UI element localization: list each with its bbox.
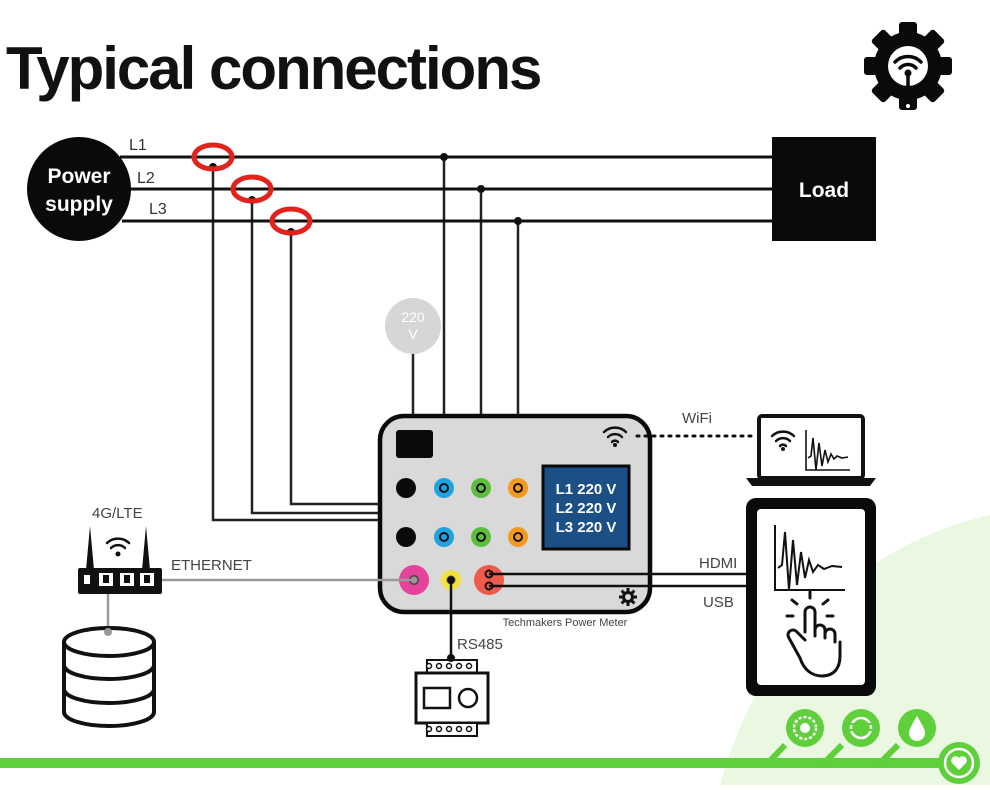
power-meter: L1 220 V L2 220 V L3 220 V — [377, 413, 653, 615]
footer-decoration — [0, 709, 980, 784]
tablet-waveform-icon — [774, 525, 845, 591]
auxiliary-voltage-source: 220 V — [385, 298, 441, 354]
current-terminal-l2 — [471, 527, 491, 547]
terminal-wire-ends — [439, 483, 523, 542]
router-wifi-icon — [105, 537, 131, 550]
voltage-terminal-l3 — [508, 478, 528, 498]
power-supply: Power supply — [27, 137, 131, 241]
display-line-1: L1 220 V — [556, 481, 617, 498]
load-label: Load — [799, 179, 849, 202]
neutral-terminal-bottom — [396, 527, 416, 547]
hdmi-label: HDMI — [699, 555, 737, 572]
phase-label-l2: L2 — [137, 170, 155, 187]
current-terminal-l3 — [508, 527, 528, 547]
meter-wifi-icon — [602, 426, 628, 444]
gear-wifi-logo — [864, 22, 952, 110]
hdmi-usb-port — [474, 565, 504, 595]
usb-label: USB — [703, 594, 734, 611]
laptop-waveform-icon — [805, 430, 850, 471]
tablet — [746, 498, 876, 696]
clamp-l2 — [230, 174, 274, 204]
meter-name: Techmakers Power Meter — [503, 617, 628, 629]
heart-icon — [938, 742, 980, 784]
clamp-l1 — [191, 142, 235, 172]
database-icon — [62, 626, 156, 728]
lte-label: 4G/LTE — [92, 505, 143, 522]
sun-icon — [786, 709, 824, 747]
wind-icon — [842, 709, 880, 747]
current-terminal-l1 — [434, 527, 454, 547]
hdmi-usb-cables — [489, 572, 746, 588]
phase-label-l1: L1 — [129, 137, 147, 154]
wifi-label: WiFi — [682, 410, 712, 427]
laptop — [746, 414, 876, 486]
current-clamps — [191, 142, 313, 236]
ethernet-label: ETHERNET — [171, 557, 252, 574]
water-drop-icon — [898, 709, 936, 747]
laptop-wifi-icon — [770, 430, 796, 448]
load-block: Load — [772, 137, 876, 241]
phase-lines — [120, 155, 775, 223]
clamp-l3 — [269, 206, 313, 236]
power-input-socket — [396, 430, 433, 458]
meter-display — [541, 464, 631, 551]
tap-junction-dots — [209, 153, 522, 351]
voltage-terminal-l2 — [471, 478, 491, 498]
voltage-terminal-l1 — [434, 478, 454, 498]
neutral-terminal-top — [396, 478, 416, 498]
power-supply-label-line2: supply — [45, 193, 113, 216]
rs485-device — [414, 659, 490, 737]
touch-hand-icon — [785, 590, 842, 678]
phase-label-l3: L3 — [149, 201, 167, 218]
lte-router: 4G/LTE — [78, 505, 162, 594]
aux-voltage-line2: V — [408, 326, 418, 342]
aux-voltage-line1: 220 — [401, 309, 425, 325]
power-supply-label-line1: Power — [47, 165, 110, 188]
page-title: Typical connections — [6, 35, 542, 102]
rs485-label: RS485 — [457, 636, 503, 653]
meter-gear-icon — [619, 588, 637, 606]
display-line-2: L2 220 V — [556, 500, 617, 517]
display-line-3: L3 220 V — [556, 519, 617, 536]
